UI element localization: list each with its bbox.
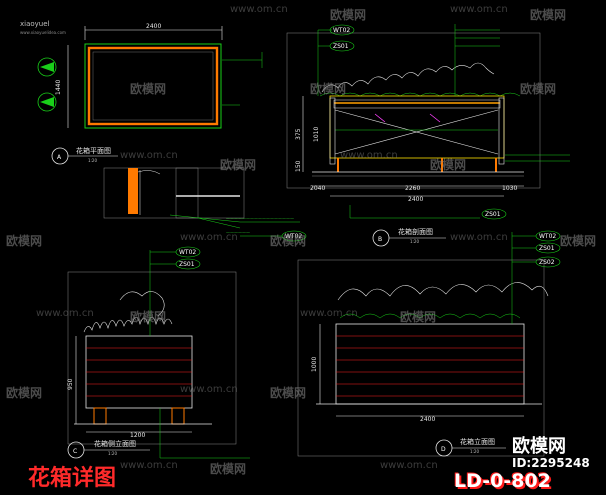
side-view-scale: 1:20: [108, 451, 117, 456]
svg-text:—————————————————: —————————————————: [226, 216, 294, 221]
watermark-logo-14: 欧模网: [270, 386, 307, 400]
plan-dim-height: 1440: [55, 80, 62, 95]
watermark-logo-8: 欧模网: [6, 234, 43, 248]
section-dim-h1: 375: [295, 128, 302, 140]
watermark-url-11: www.om.cn: [380, 460, 438, 471]
front-dim-width: 2400: [420, 416, 435, 423]
watermark-logo-6: 欧模网: [220, 158, 257, 172]
north-arrow-icon: [37, 57, 57, 77]
section-view-letter: B: [378, 236, 382, 243]
section-dim-total: 2400: [408, 196, 423, 203]
front-tag-top: WT02: [539, 233, 556, 240]
plan-dim-width: 2400: [146, 23, 161, 30]
section-dim-mid: 2260: [405, 185, 420, 192]
side-elevation-view: 1200 950 WT02 ZS01 C 花箱侧立面图 1:20: [67, 246, 250, 459]
section-view-title: 花箱剖面图: [398, 227, 433, 236]
connection-detail: ————————————————— —————— WT02: [103, 167, 307, 242]
front-view-scale: 1:20: [470, 449, 479, 454]
watermark-logo-12: 欧模网: [400, 310, 437, 324]
front-elevation-view: 2400 1000 WT02 ZS01 ZS02 D 花箱立面图 1:20: [297, 230, 561, 457]
watermark-user-url: www.xiaoyuelidea.com: [20, 30, 66, 35]
plan-view-scale: 1:20: [88, 158, 97, 163]
watermark-url-2: www.om.cn: [450, 4, 508, 15]
watermark-logo-9: 欧模网: [270, 234, 307, 248]
watermark-url-5: www.om.cn: [180, 232, 238, 243]
section-dim-left: 2040: [310, 185, 325, 192]
watermark-logo-7: 欧模网: [430, 158, 467, 172]
section-dim-h3: 1010: [313, 127, 320, 142]
side-view-title: 花箱侧立面图: [94, 439, 136, 448]
svg-text:——————: ——————: [226, 230, 250, 235]
watermark-logo: 欧模网: [330, 8, 367, 22]
watermark-url-10: www.om.cn: [120, 460, 178, 471]
front-dim-height: 1000: [311, 357, 318, 372]
watermark-logo-2: 欧模网: [530, 8, 567, 22]
side-tag-top2: ZS01: [179, 261, 195, 268]
section-tag-top2: ZS01: [333, 43, 349, 50]
watermark-logo-11: 欧模网: [130, 310, 167, 324]
section-tag-top: WT02: [333, 27, 350, 34]
watermark-logo-4: 欧模网: [310, 82, 347, 96]
front-view-title: 花箱立面图: [460, 437, 495, 446]
plan-view: 2400 1440 A 花箱平面图 1:20: [37, 23, 263, 165]
section-view-scale: 1:20: [410, 239, 419, 244]
side-tag-top: WT02: [179, 249, 196, 256]
section-dim-right: 1030: [502, 185, 517, 192]
watermark-url-4: www.om.cn: [340, 150, 398, 161]
front-tag-top3: ZS02: [539, 259, 555, 266]
plan-view-letter: A: [57, 154, 62, 161]
watermark-url-8: www.om.cn: [300, 308, 358, 319]
watermark-logo-3: 欧模网: [130, 82, 167, 96]
watermark-url-7: www.om.cn: [36, 308, 94, 319]
watermark-logo-13: 欧模网: [6, 386, 43, 400]
brand-id: ID:2295248: [512, 456, 590, 470]
direction-arrow-icon: [37, 92, 57, 112]
watermark-logo-5: 欧模网: [520, 82, 557, 96]
watermark-url: www.om.cn: [230, 4, 288, 15]
brand-logo: 欧模网: [512, 436, 566, 457]
watermark-url-3: www.om.cn: [120, 150, 178, 161]
section-tag-bottom: ZS01: [485, 211, 501, 218]
watermark-url-6: www.om.cn: [450, 232, 508, 243]
watermark-url-9: www.om.cn: [180, 384, 238, 395]
side-view-letter: C: [73, 448, 77, 455]
watermark-logo-15: 欧模网: [210, 462, 247, 476]
watermark-logo-10: 欧模网: [560, 234, 597, 248]
section-dim-h2: 150: [295, 160, 302, 172]
section-view: 2040 2260 1030 2400 375 150 1010 WT02 ZS…: [286, 24, 570, 247]
front-view-letter: D: [441, 446, 446, 453]
detail-tag: WT02: [285, 233, 302, 240]
front-tag-top2: ZS01: [539, 245, 555, 252]
watermark-user: xiaoyuel: [20, 20, 50, 28]
sheet-title: 花箱详图: [28, 466, 117, 491]
side-dim-height: 950: [67, 378, 74, 390]
side-dim-width: 1200: [130, 432, 145, 439]
plan-view-title: 花箱平面图: [76, 146, 111, 155]
sheet-code: LD-0-802: [454, 470, 551, 492]
